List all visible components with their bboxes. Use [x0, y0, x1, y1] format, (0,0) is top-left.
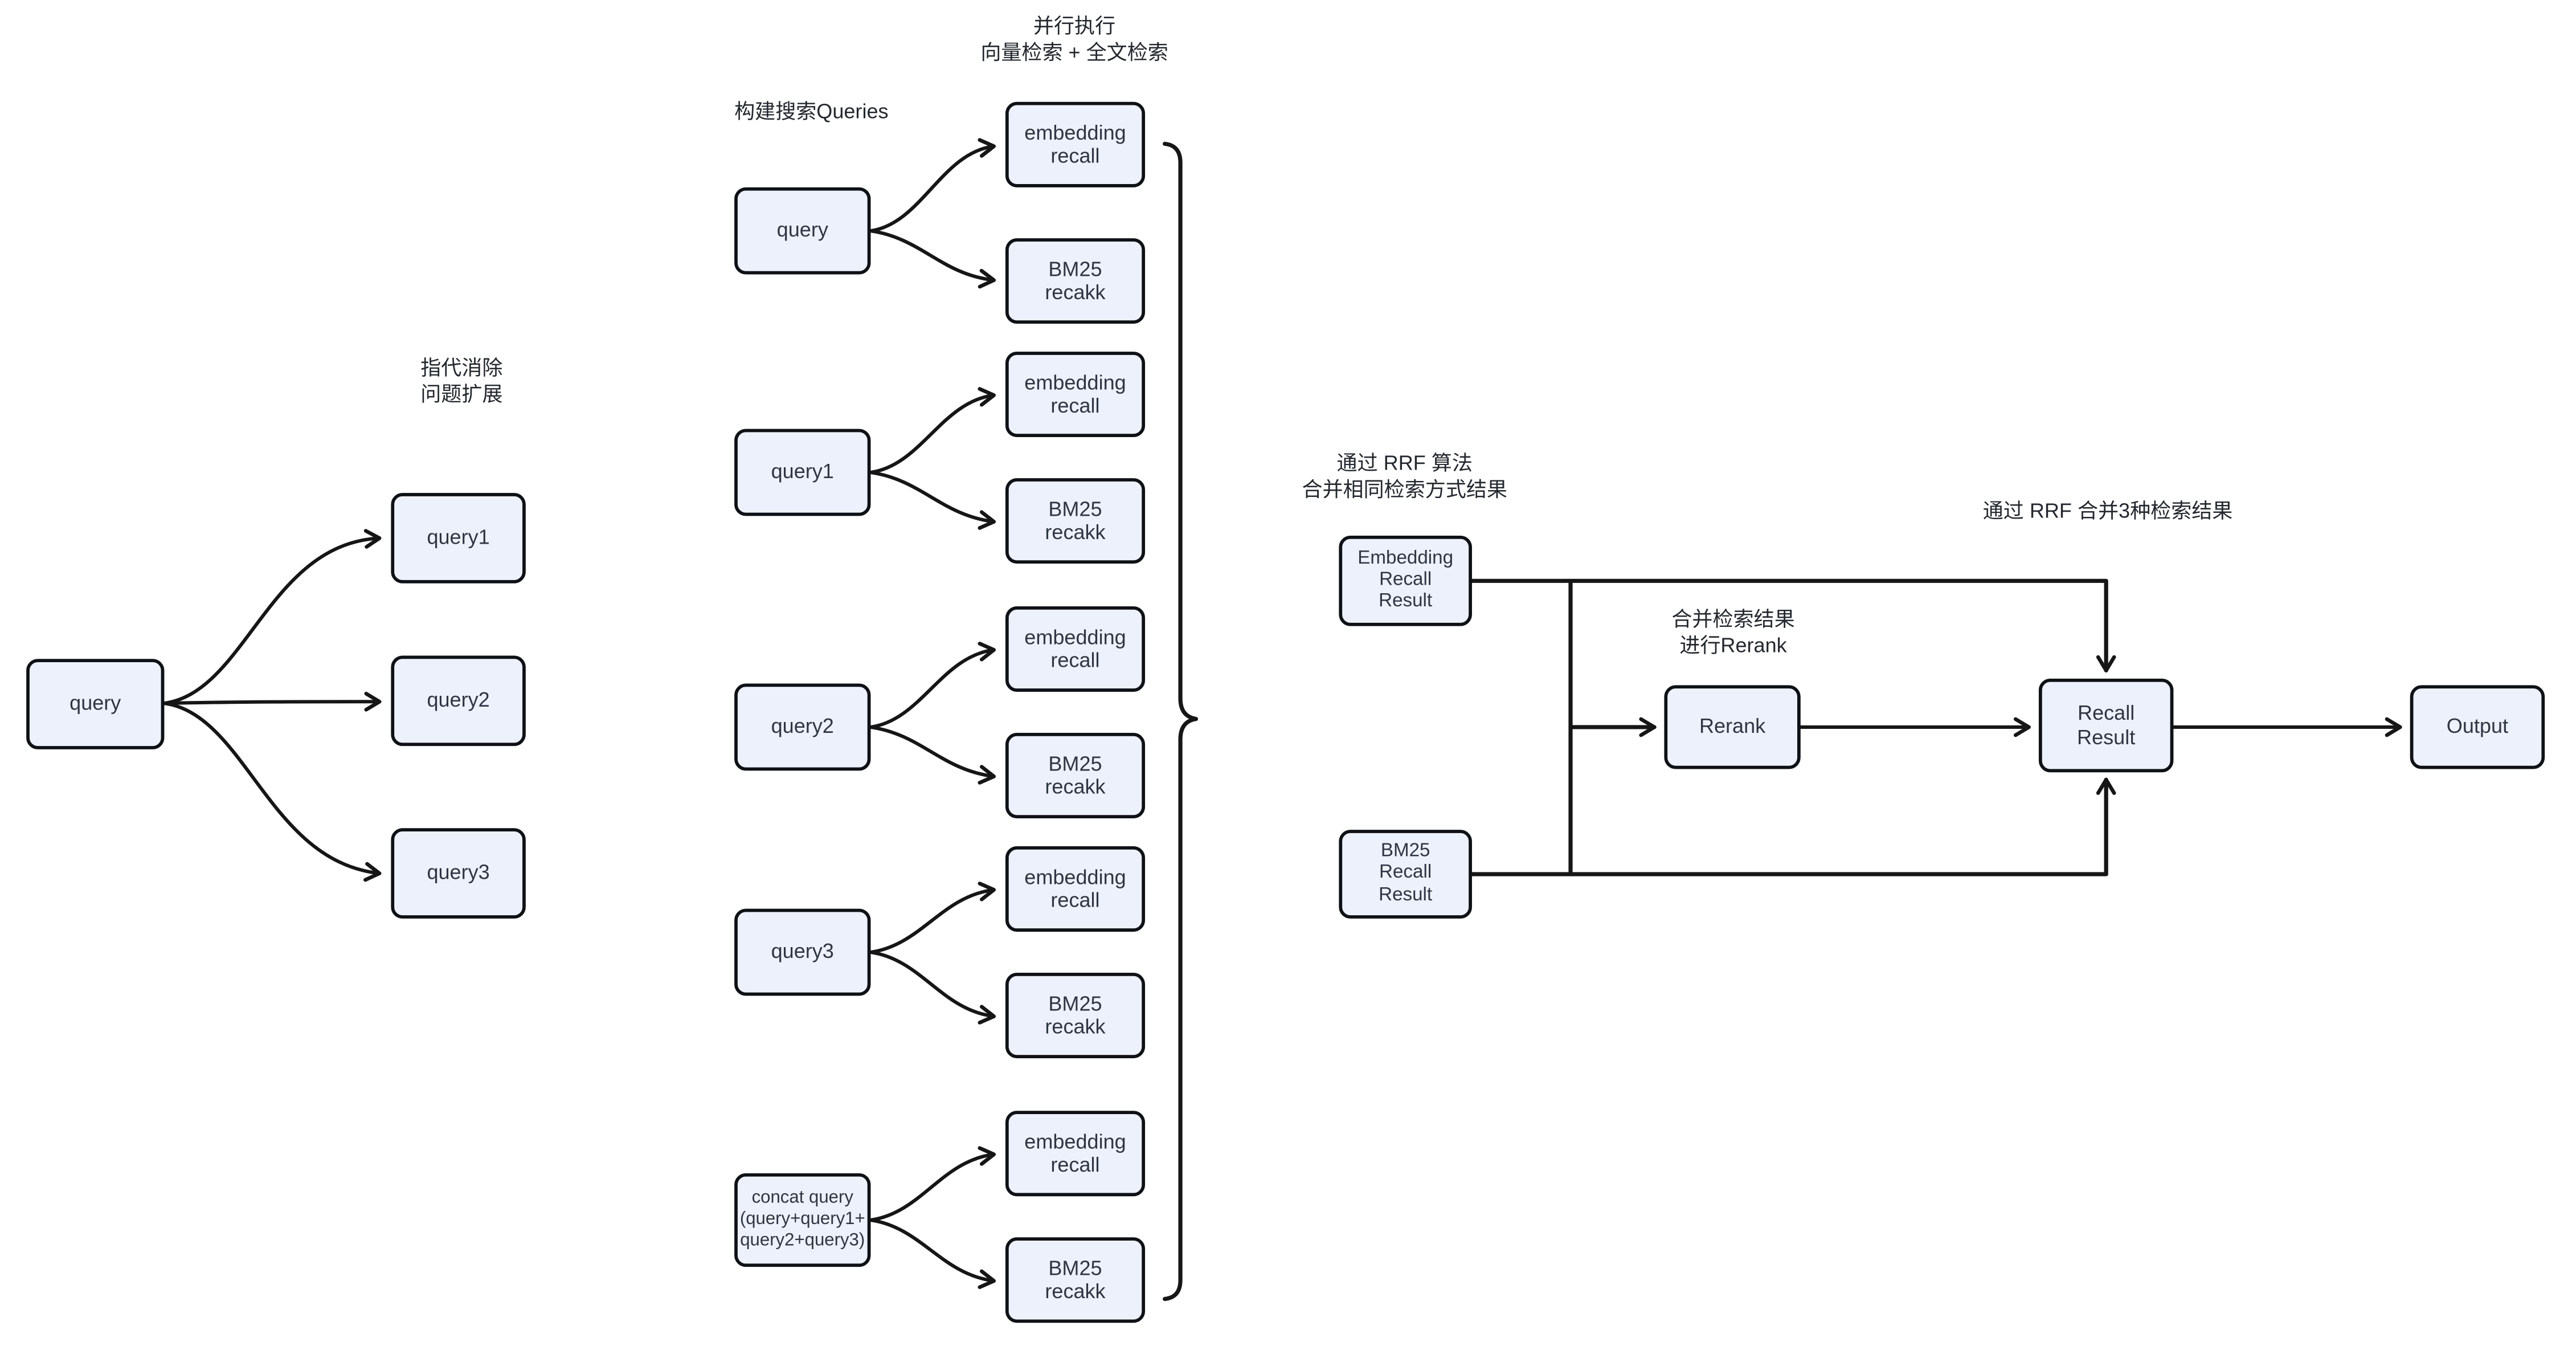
arrow-query-to-query1: [162, 529, 382, 705]
node-search-query2: query2: [734, 683, 871, 771]
label-rrf-merge-three: 通过 RRF 合并3种检索结果: [1982, 499, 2233, 523]
node-bm25-recall-1: BM25 recakk: [1005, 238, 1146, 324]
node-search-query1: query1: [734, 429, 871, 516]
arrow-q1-to-bm25: [869, 470, 996, 530]
arrow-query-to-query2: [162, 691, 382, 712]
label-coreference-expansion: 指代消除 问题扩展: [420, 356, 503, 406]
node-search-query3: query3: [734, 908, 871, 996]
node-embedding-recall-5: embedding recall: [1005, 1111, 1146, 1197]
node-embedding-recall-3: embedding recall: [1005, 606, 1146, 692]
arrow-q1-to-embedding: [869, 387, 996, 475]
node-bm25-recall-4: BM25 recakk: [1005, 973, 1146, 1058]
arrow-query-to-query3: [162, 702, 382, 882]
node-query-input: query: [26, 659, 165, 749]
arrow-q0-to-bm25: [869, 229, 996, 289]
node-bm25-recall-result: BM25 Recall Result: [1339, 830, 1472, 919]
node-embedding-recall-result: Embedding Recall Result: [1339, 536, 1472, 626]
line-embedding-result-to-recall-result: [1470, 578, 2116, 673]
label-rrf-merge-same: 通过 RRF 算法 合并相同检索方式结果: [1302, 451, 1507, 501]
node-embedding-recall-2: embedding recall: [1005, 352, 1146, 438]
node-embedding-recall-1: embedding recall: [1005, 101, 1146, 187]
node-bm25-recall-5: BM25 recakk: [1005, 1237, 1146, 1323]
node-embedding-recall-4: embedding recall: [1005, 846, 1146, 932]
node-bm25-recall-3: BM25 recakk: [1005, 733, 1146, 818]
arrow-concat-to-embedding: [869, 1146, 996, 1222]
node-rerank: Rerank: [1664, 685, 1801, 769]
node-search-query: query: [734, 187, 871, 275]
line-bm25-result-to-recall-result: [1470, 777, 2116, 876]
label-merge-rerank: 合并检索结果 进行Rerank: [1671, 607, 1795, 657]
arrow-q0-to-embedding: [869, 138, 996, 233]
node-expanded-query3: query3: [391, 828, 526, 919]
node-recall-result: Recall Result: [2038, 678, 2174, 773]
arrow-concat-to-bm25: [869, 1218, 996, 1289]
label-build-queries: 构建搜索Queries: [734, 100, 889, 124]
arrow-q3-to-bm25: [869, 950, 996, 1025]
label-parallel-execution: 并行执行 向量检索 + 全文检索: [980, 14, 1168, 64]
node-concat-query: concat query (query+query1+ query2+query…: [734, 1173, 871, 1267]
arrow-q2-to-bm25: [869, 725, 996, 785]
node-expanded-query2: query2: [391, 655, 526, 747]
node-bm25-recall-2: BM25 recakk: [1005, 478, 1146, 564]
arrow-q2-to-embedding: [869, 642, 996, 729]
node-output: Output: [2410, 685, 2545, 769]
node-expanded-query1: query1: [391, 493, 526, 584]
brace-parallel-group: [1163, 141, 1199, 1302]
arrow-q3-to-embedding: [869, 882, 996, 955]
